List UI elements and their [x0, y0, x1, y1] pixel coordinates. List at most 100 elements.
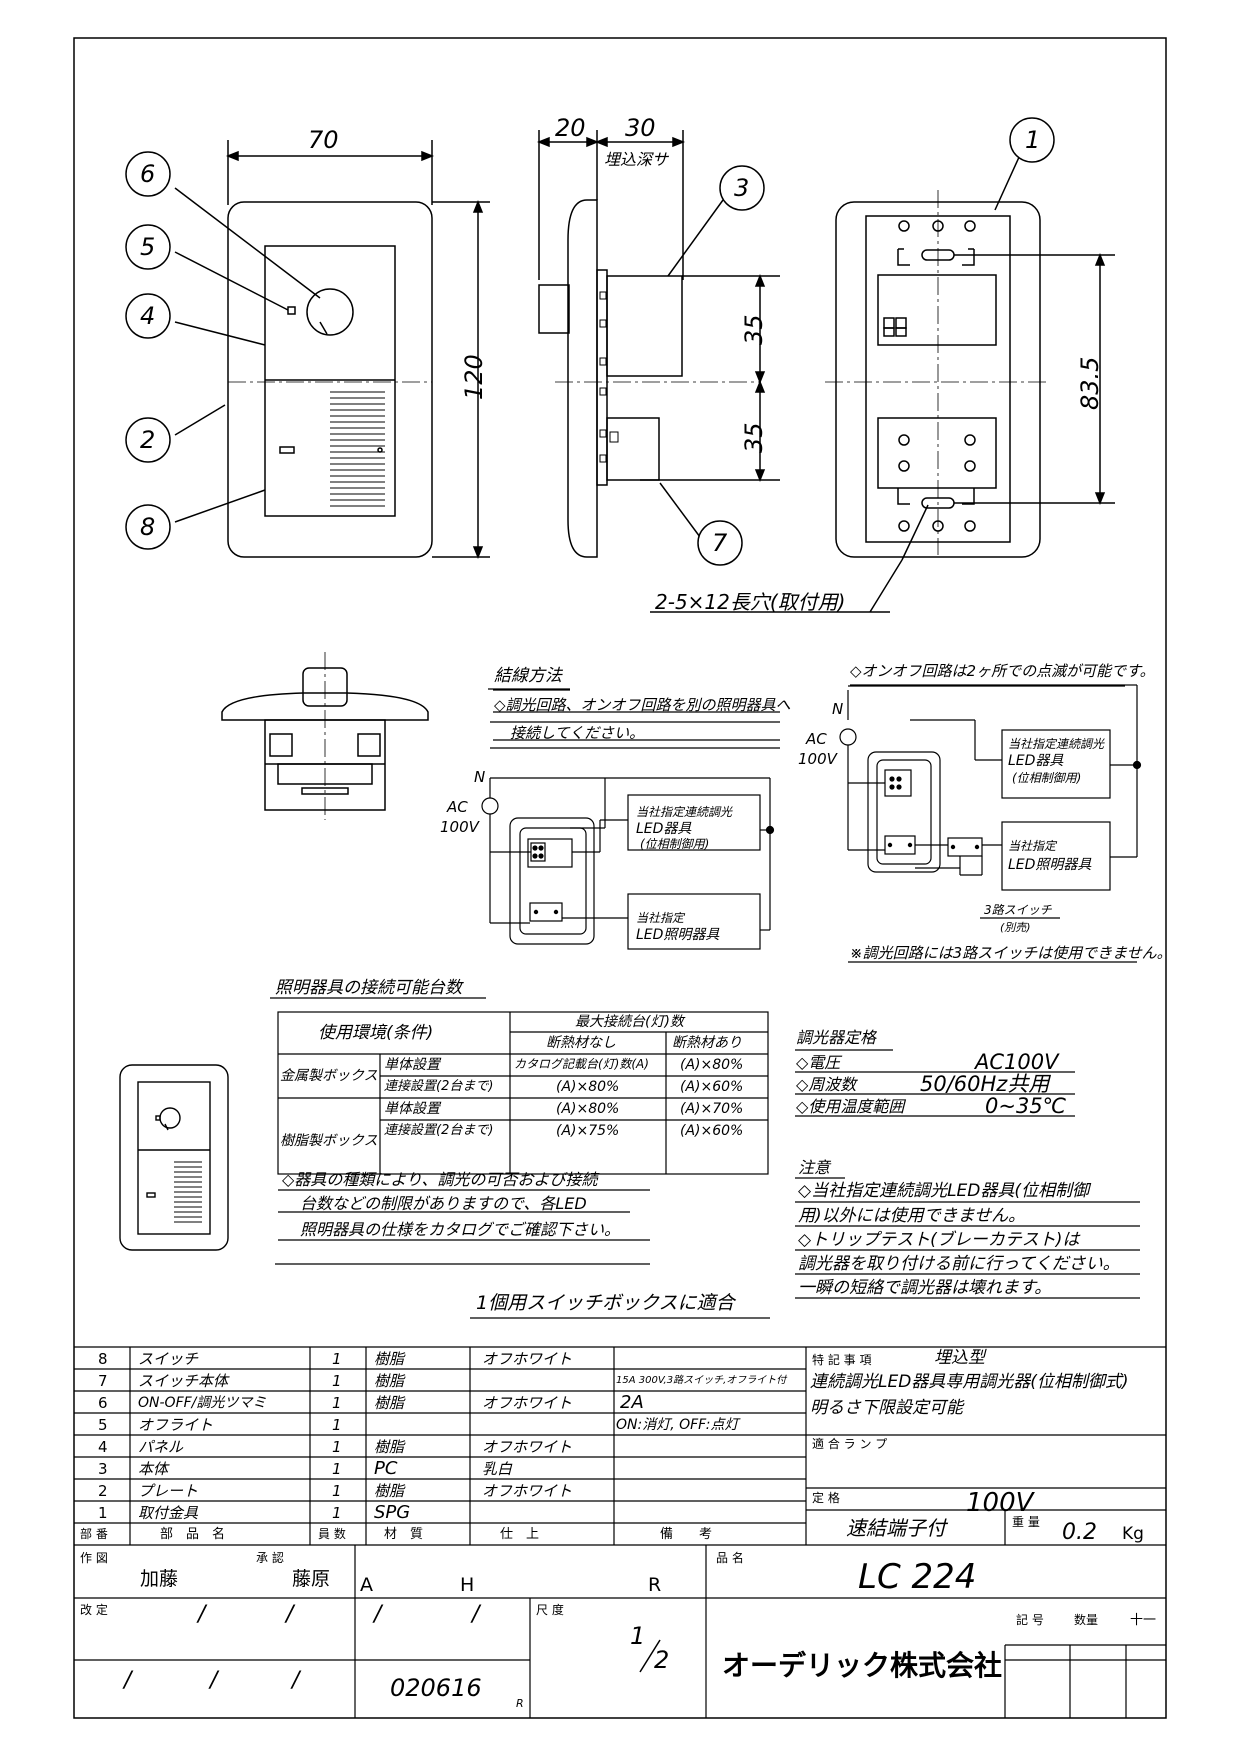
callout-circles-side: [697, 165, 765, 566]
scale-numerator: 1: [630, 1622, 646, 1650]
scale-denominator: 2: [654, 1646, 670, 1674]
cap-note-2: 台数などの制限がありますので、各LED: [300, 1194, 587, 1213]
caution-line-4: 調光器を取り付ける前に行ってください。: [798, 1254, 1120, 1274]
part-2-fin: オフホワイト: [482, 1482, 573, 1500]
part-4-fin: オフホワイト: [482, 1438, 573, 1456]
capacity-table: [270, 997, 770, 1319]
weight-unit: Kg: [1122, 1524, 1144, 1544]
callout-circles-rear: [1009, 117, 1055, 163]
cap-metal: 金属製ボックス: [280, 1068, 378, 1084]
part-2-mat: 樹脂: [374, 1482, 405, 1500]
wiring-v: 100V: [440, 818, 479, 836]
rev-slash-6: /: [210, 1668, 218, 1693]
parts-grid: [74, 1346, 1166, 1718]
callout-1: 1: [1025, 126, 1041, 154]
spec-label: 特 記 事 項: [812, 1353, 872, 1367]
cap-h-max: 最大接続台(灯)数: [575, 1014, 684, 1030]
rating-freq-value: 50/60Hz共用: [920, 1072, 1050, 1096]
rating-temp-label: ◇使用温度範囲: [796, 1097, 905, 1116]
weight-value: 0.2: [1062, 1520, 1097, 1545]
part-6-fin: オフホワイト: [482, 1394, 573, 1412]
part-1-no: 1: [98, 1504, 108, 1522]
dim-depth-20: 20: [555, 114, 586, 142]
callout-2: 2: [140, 426, 156, 454]
part-6-note: 2A: [620, 1392, 644, 1413]
part-6-qty: 1: [332, 1394, 342, 1412]
hdr-mat: 材 質: [384, 1527, 424, 1542]
hdr-fin: 仕 上: [500, 1527, 540, 1542]
rating-voltage-label: ◇電圧: [796, 1053, 841, 1072]
callout-4: 4: [140, 302, 156, 330]
part-5-name: オフライト: [138, 1416, 214, 1434]
onoff-dim-box-3: (位相制御用): [1012, 771, 1082, 785]
part-2-qty: 1: [332, 1482, 342, 1500]
product-name: LC 224: [858, 1557, 977, 1597]
grade-a: A: [360, 1574, 373, 1596]
rated-value: 100V: [966, 1488, 1034, 1518]
callout-8: 8: [140, 513, 156, 541]
cap-multi-2: 連接設置(2台まで): [384, 1123, 494, 1138]
part-7-qty: 1: [332, 1372, 342, 1390]
bottom-view: [221, 652, 429, 820]
drawn-name: 加藤: [140, 1568, 179, 1590]
product-name-label: 品 名: [716, 1551, 744, 1565]
grade-h: H: [460, 1574, 475, 1596]
cap-cell-r4-c1: (A)×75%: [556, 1123, 620, 1139]
onoff-switch-label: 3路スイッチ: [984, 903, 1052, 917]
rev-slash-5: /: [124, 1668, 132, 1693]
rev-slash-7: /: [292, 1668, 300, 1693]
wiring-ac: AC: [447, 798, 468, 816]
slot-note: 2-5×12長穴(取付用): [655, 590, 846, 614]
part-8-mat: 樹脂: [374, 1350, 405, 1368]
rev-slash-4: /: [472, 1602, 480, 1627]
part-2-no: 2: [98, 1482, 108, 1500]
part-8-name: スイッチ: [138, 1350, 199, 1368]
part-4-name: パネル: [138, 1438, 184, 1456]
callout-6: 6: [140, 160, 156, 188]
capacity-title: 照明器具の接続可能台数: [275, 978, 462, 998]
quantity-label: 数量: [1074, 1613, 1099, 1627]
part-8-no: 8: [98, 1350, 108, 1368]
callout-circles-left: [125, 151, 171, 550]
part-7-note: 15A 300V,3路スイッチ,オフライト付: [616, 1375, 787, 1386]
part-4-no: 4: [98, 1438, 108, 1456]
onoff-led-box-1: 当社指定: [1008, 839, 1057, 853]
onoff-ac: AC: [806, 730, 827, 748]
ten-one-label: 十一: [1130, 1613, 1157, 1628]
part-3-fin: 乳白: [482, 1460, 513, 1478]
caution-line-5: 一瞬の短絡で調光器は壊れます。: [798, 1278, 1052, 1298]
box-fit-note: 1個用スイッチボックスに適合: [476, 1292, 735, 1314]
hdr-no: 部 番: [80, 1527, 108, 1541]
part-4-qty: 1: [332, 1438, 342, 1456]
cap-cell-r4-c2: (A)×60%: [680, 1123, 744, 1139]
hdr-qty: 員 数: [318, 1527, 346, 1541]
part-5-no: 5: [98, 1416, 108, 1434]
wiring-diagram-2: [839, 684, 1142, 891]
part-6-name: ON-OFF/調光ツマミ: [138, 1395, 267, 1411]
onoff-note: ※調光回路には3路スイッチは使用できません。: [850, 944, 1172, 962]
cap-resin: 樹脂製ボックス: [280, 1133, 378, 1149]
spec-line-2: 連続調光LED器具専用調光器(位相制御式): [810, 1372, 1129, 1392]
part-5-note: ON:消灯, OFF:点灯: [616, 1417, 739, 1433]
part-1-mat: SPG: [374, 1502, 411, 1523]
hdr-name: 部 品 名: [160, 1527, 226, 1542]
wiring-line1: ◇調光回路、オンオフ回路を別の照明器具へ: [494, 696, 791, 714]
side-view: [536, 130, 780, 558]
cap-multi-1: 連接設置(2台まで): [384, 1079, 494, 1094]
spec-line-1: 埋込型: [934, 1348, 985, 1368]
callout-5: 5: [140, 233, 156, 261]
part-4-mat: 樹脂: [374, 1438, 405, 1456]
cap-cell-r3-c1: (A)×80%: [556, 1101, 620, 1117]
onoff-dim-box-1: 当社指定連続調光: [1008, 737, 1105, 751]
rating-underlines: [488, 685, 1140, 1299]
weight-label: 重 量: [1012, 1515, 1040, 1529]
symbol-label: 記 号: [1016, 1613, 1044, 1627]
rating-title: 調光器定格: [796, 1028, 877, 1047]
callout-3: 3: [734, 174, 750, 202]
onoff-dim-box-2: LED器具: [1008, 753, 1064, 769]
part-8-fin: オフホワイト: [482, 1350, 573, 1368]
drawn-label: 作 図: [80, 1551, 108, 1565]
part-7-name: スイッチ本体: [138, 1372, 229, 1390]
